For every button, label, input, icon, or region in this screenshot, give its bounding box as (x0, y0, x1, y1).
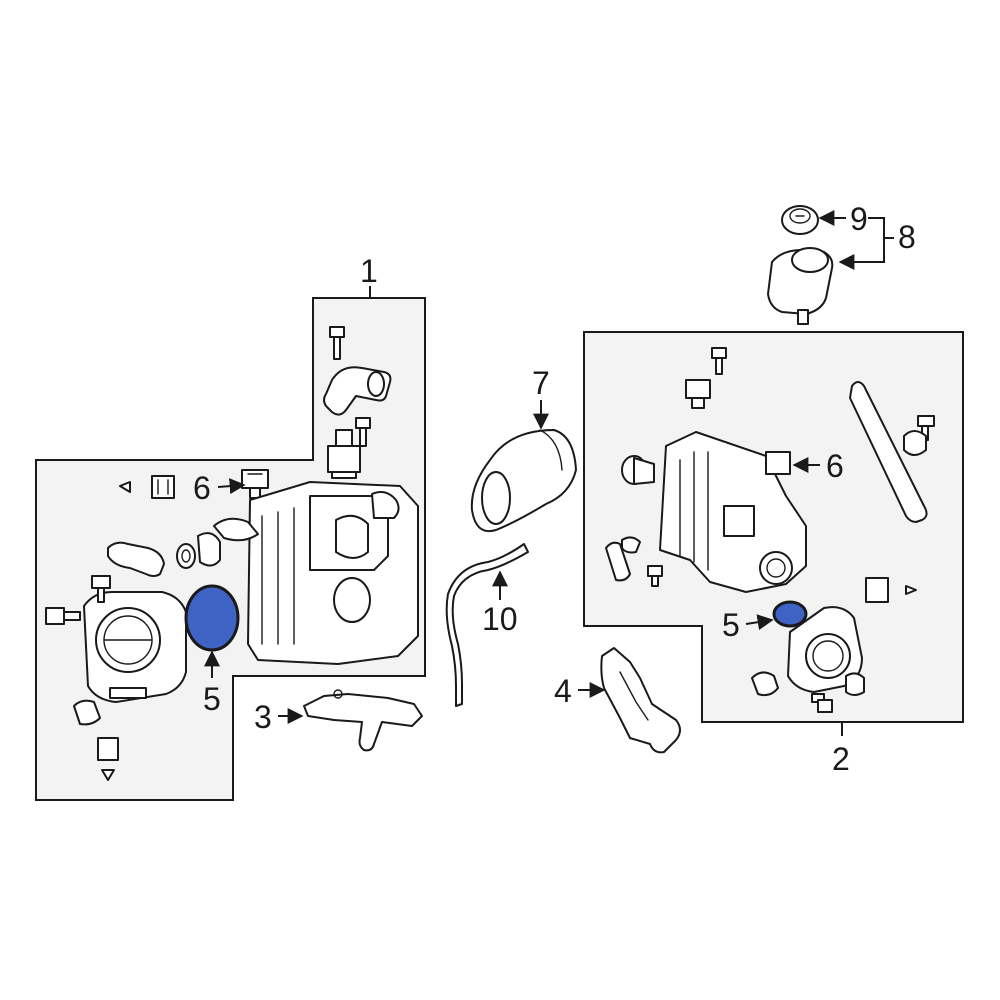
left-intake-manifold (213, 481, 419, 665)
callout-5-left: 5 (203, 681, 221, 717)
callout-3: 3 (254, 699, 272, 735)
callout-2: 2 (832, 741, 850, 777)
leader-8 (838, 217, 885, 270)
right-pcv-tube (849, 381, 928, 523)
part-8-reservoir (767, 247, 834, 325)
right-small-bolt-top (711, 347, 727, 375)
callout-7: 7 (532, 365, 550, 401)
right-throttle-body (787, 606, 863, 693)
callout-1: 1 (360, 253, 378, 289)
left-coolant-fitting (323, 366, 392, 416)
right-nut (751, 671, 779, 697)
right-throttle-bolt (811, 693, 833, 713)
left-hose-fitting (107, 541, 165, 577)
right-hose-fitting (605, 536, 641, 582)
left-clip (73, 699, 101, 726)
leader-5-right (745, 614, 774, 631)
callout-9: 9 (850, 201, 868, 237)
part-9-cap (781, 205, 819, 235)
callout-10: 10 (482, 601, 518, 637)
callout-6-right: 6 (826, 448, 844, 484)
right-coolant-plug (621, 455, 655, 485)
part-3-bracket (303, 689, 423, 752)
right-grommet (903, 430, 927, 456)
callout-8: 8 (898, 219, 916, 255)
right-clip (845, 672, 865, 696)
callout-4: 4 (554, 673, 572, 709)
part-4-bracket (600, 647, 681, 754)
part-7-intake-pipe (470, 429, 577, 532)
right-sensor-side (765, 451, 791, 475)
left-throttle-body (83, 591, 187, 703)
right-small-bolt-lower (647, 565, 663, 587)
right-plug-small (865, 577, 917, 603)
leader-6-left (217, 478, 246, 495)
right-sensor-top (685, 379, 711, 409)
left-gasket-highlight (184, 584, 240, 652)
left-small-bolt-top (329, 326, 345, 360)
left-elbow-small (197, 532, 221, 567)
right-gasket-highlight (772, 600, 808, 628)
part-10-hose (445, 543, 529, 707)
left-small-bolt-lower (91, 575, 111, 603)
left-small-bolt-mid (355, 417, 371, 447)
callout-5-right: 5 (722, 607, 740, 643)
left-sensor-plug-small (119, 475, 175, 499)
left-o-ring-small (176, 543, 196, 569)
left-throttle-bolt (45, 607, 81, 625)
left-connector-bottom (97, 737, 119, 781)
callout-6-left: 6 (193, 470, 211, 506)
left-bypass-valve (327, 429, 361, 479)
